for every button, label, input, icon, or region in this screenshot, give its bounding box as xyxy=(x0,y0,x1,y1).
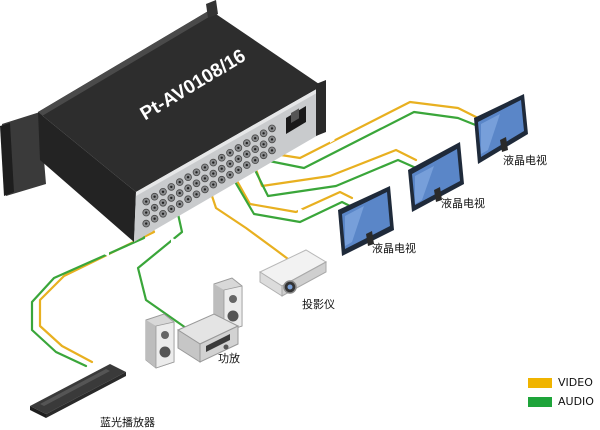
connector-pin xyxy=(161,190,165,193)
connector-pin xyxy=(195,182,198,185)
connector-pin xyxy=(186,198,190,201)
connector-pin xyxy=(228,151,232,154)
connector-pin xyxy=(254,137,257,140)
connector-pin xyxy=(237,157,240,161)
projector xyxy=(258,249,328,297)
connector-pin xyxy=(170,196,173,200)
connector-pin xyxy=(228,162,232,165)
connector-pin xyxy=(145,211,148,214)
connector-pin xyxy=(254,159,257,162)
tv-1-label: 液晶电视 xyxy=(503,154,547,167)
amplifier-label: 功放 xyxy=(218,352,240,365)
connector-pin xyxy=(262,132,265,135)
connector-pin xyxy=(254,148,257,151)
audio-cable-tv3 xyxy=(232,178,356,224)
connector-pin xyxy=(203,166,207,169)
connector-pin xyxy=(153,206,156,209)
connector-pin xyxy=(195,171,198,174)
connector-pin xyxy=(153,195,156,198)
connector-pin xyxy=(245,152,248,156)
connector-pin xyxy=(237,146,240,150)
video-cable-bluray xyxy=(38,212,156,364)
connector-pin xyxy=(186,187,190,190)
connector-pin xyxy=(170,185,173,189)
connector-pin xyxy=(212,172,215,175)
connector-pin xyxy=(270,127,274,130)
connector-pin xyxy=(203,188,207,191)
connector-pin xyxy=(220,156,223,159)
tv-3 xyxy=(338,186,394,256)
connector-pin xyxy=(237,168,240,172)
legend-video-text: VIDEO xyxy=(558,376,593,389)
tv-1 xyxy=(474,94,528,164)
connector-pin xyxy=(220,167,223,170)
audio-cable-bluray xyxy=(30,218,146,368)
connector-pin xyxy=(262,154,265,157)
connector-pin xyxy=(212,161,215,164)
connector-pin xyxy=(270,138,274,141)
connector-pin xyxy=(145,222,148,225)
legend-audio: AUDIO xyxy=(528,395,594,408)
connector-pin xyxy=(220,178,223,181)
video-cable-tv1 xyxy=(260,100,480,160)
connector-pin xyxy=(161,212,165,215)
connector-pin xyxy=(203,177,207,180)
tv-2 xyxy=(408,142,464,212)
video-cable-projector xyxy=(208,188,294,264)
connector-pin xyxy=(245,163,248,167)
signal-arrows xyxy=(94,137,335,267)
connector-pin xyxy=(170,207,173,211)
legend-video: VIDEO xyxy=(528,376,593,389)
connector-pin xyxy=(270,149,274,152)
connector-pin xyxy=(153,217,156,220)
connector-pin xyxy=(145,200,148,203)
projector-label: 投影仪 xyxy=(302,298,335,311)
video-cable-tv3 xyxy=(230,170,354,214)
legend-audio-swatch xyxy=(528,396,552,407)
connector-pin xyxy=(178,191,181,195)
tv-3-label: 液晶电视 xyxy=(372,242,416,255)
bluray-player xyxy=(30,364,126,418)
legend-video-swatch xyxy=(528,377,552,388)
legend-audio-text: AUDIO xyxy=(558,395,594,408)
tv-2-label: 液晶电视 xyxy=(441,197,485,210)
connector-pin xyxy=(245,141,248,145)
audio-cable-tv2 xyxy=(254,158,418,198)
connector-pin xyxy=(262,143,265,146)
connector-pin xyxy=(161,201,165,204)
rear-connectors xyxy=(142,124,276,228)
cables xyxy=(30,100,480,368)
connector-pin xyxy=(228,173,232,176)
connector-pin xyxy=(178,180,181,184)
connector-pin xyxy=(178,202,181,206)
connector-pin xyxy=(212,183,215,186)
amplifier xyxy=(176,313,240,363)
bluray-player-label: 蓝光播放器 xyxy=(100,416,155,429)
audio-cable-tv1 xyxy=(262,110,480,170)
speaker-left xyxy=(145,313,175,369)
connector-pin xyxy=(195,193,198,196)
connector-pin xyxy=(186,176,190,179)
